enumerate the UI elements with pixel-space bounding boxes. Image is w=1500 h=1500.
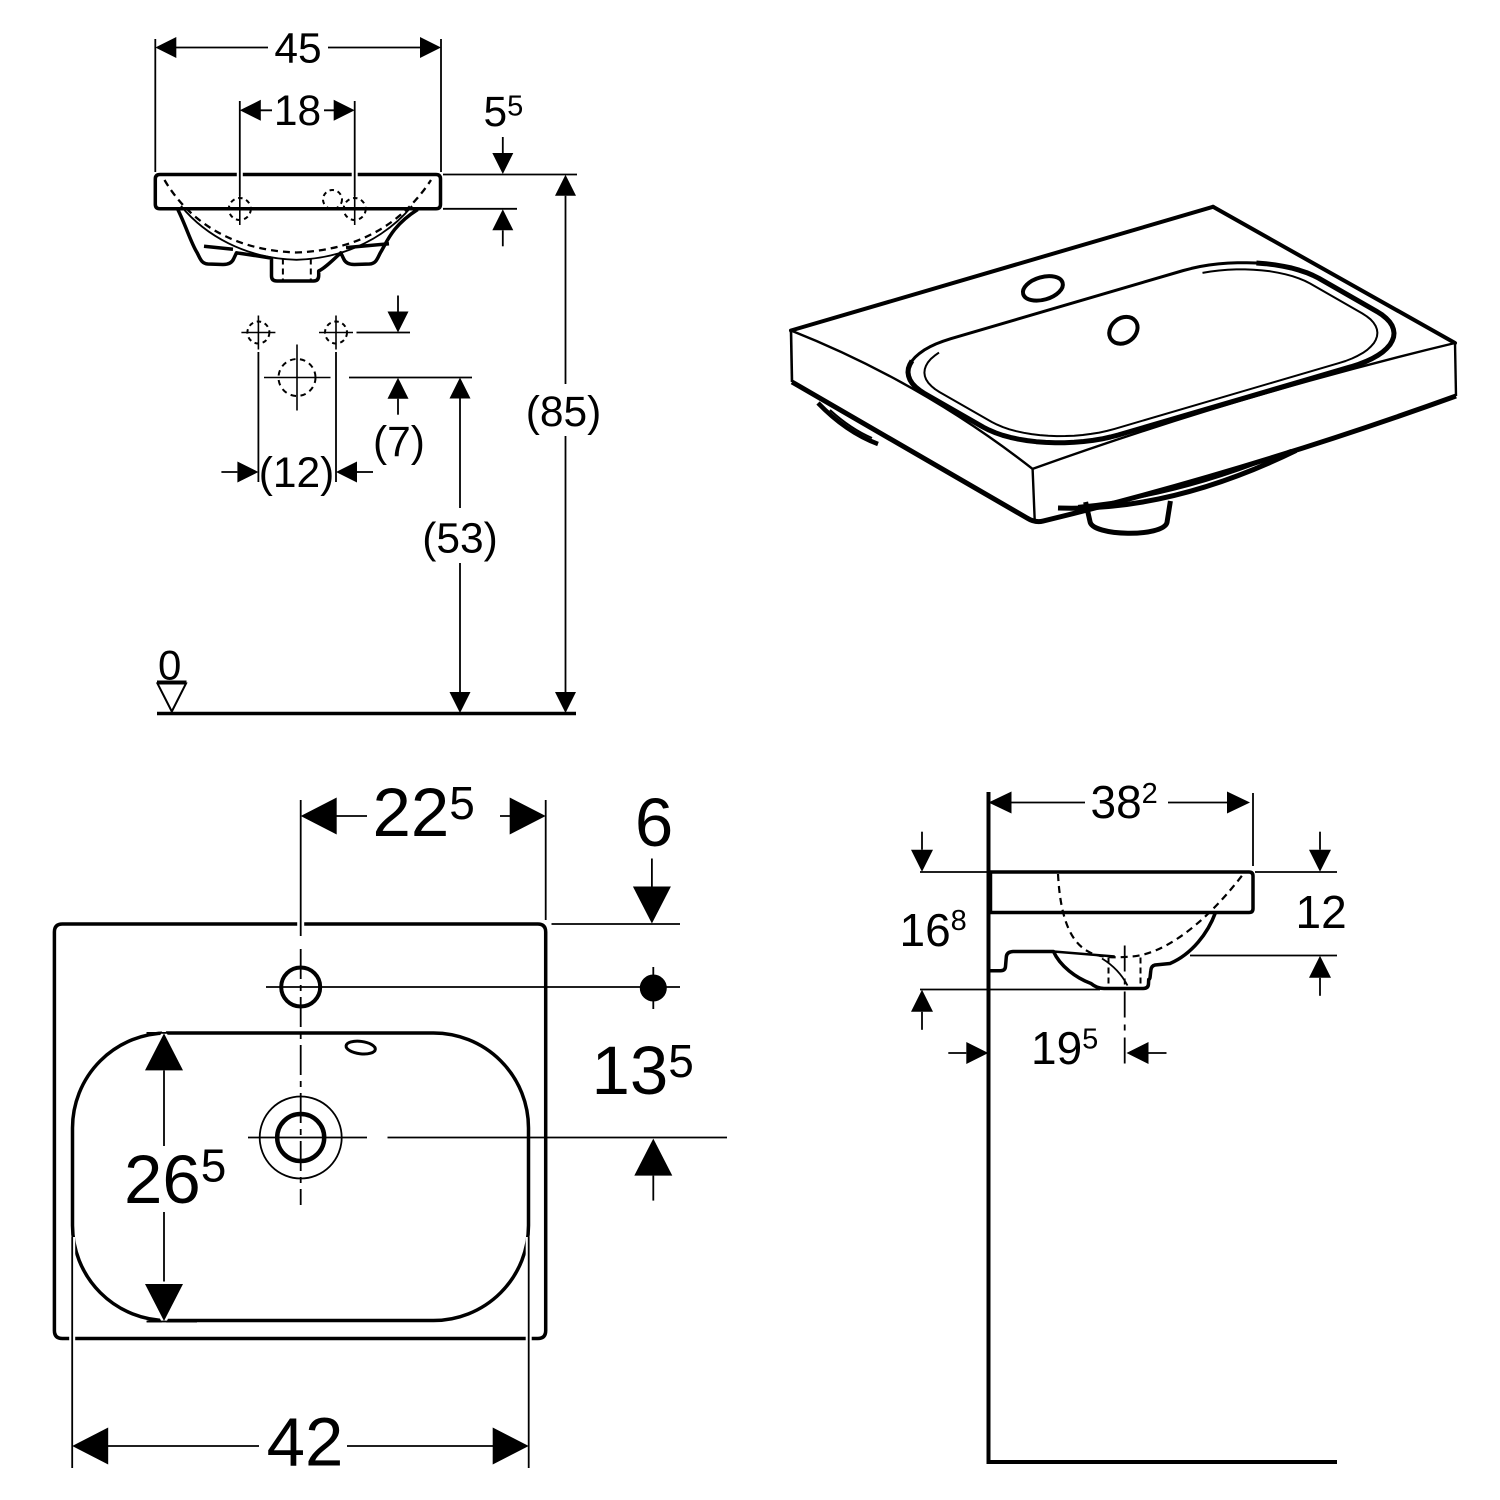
svg-text:(12): (12)	[259, 450, 335, 497]
svg-text:6: 6	[635, 784, 673, 861]
svg-text:12: 12	[1296, 886, 1347, 938]
svg-text:(7): (7)	[373, 419, 425, 466]
svg-text:42: 42	[267, 1404, 344, 1481]
svg-text:0: 0	[158, 642, 181, 689]
svg-text:195: 195	[1031, 1022, 1098, 1074]
svg-text:(53): (53)	[422, 515, 498, 562]
svg-text:(85): (85)	[526, 389, 602, 436]
svg-text:18: 18	[274, 88, 321, 135]
svg-text:135: 135	[592, 1032, 694, 1109]
svg-text:45: 45	[274, 25, 321, 72]
